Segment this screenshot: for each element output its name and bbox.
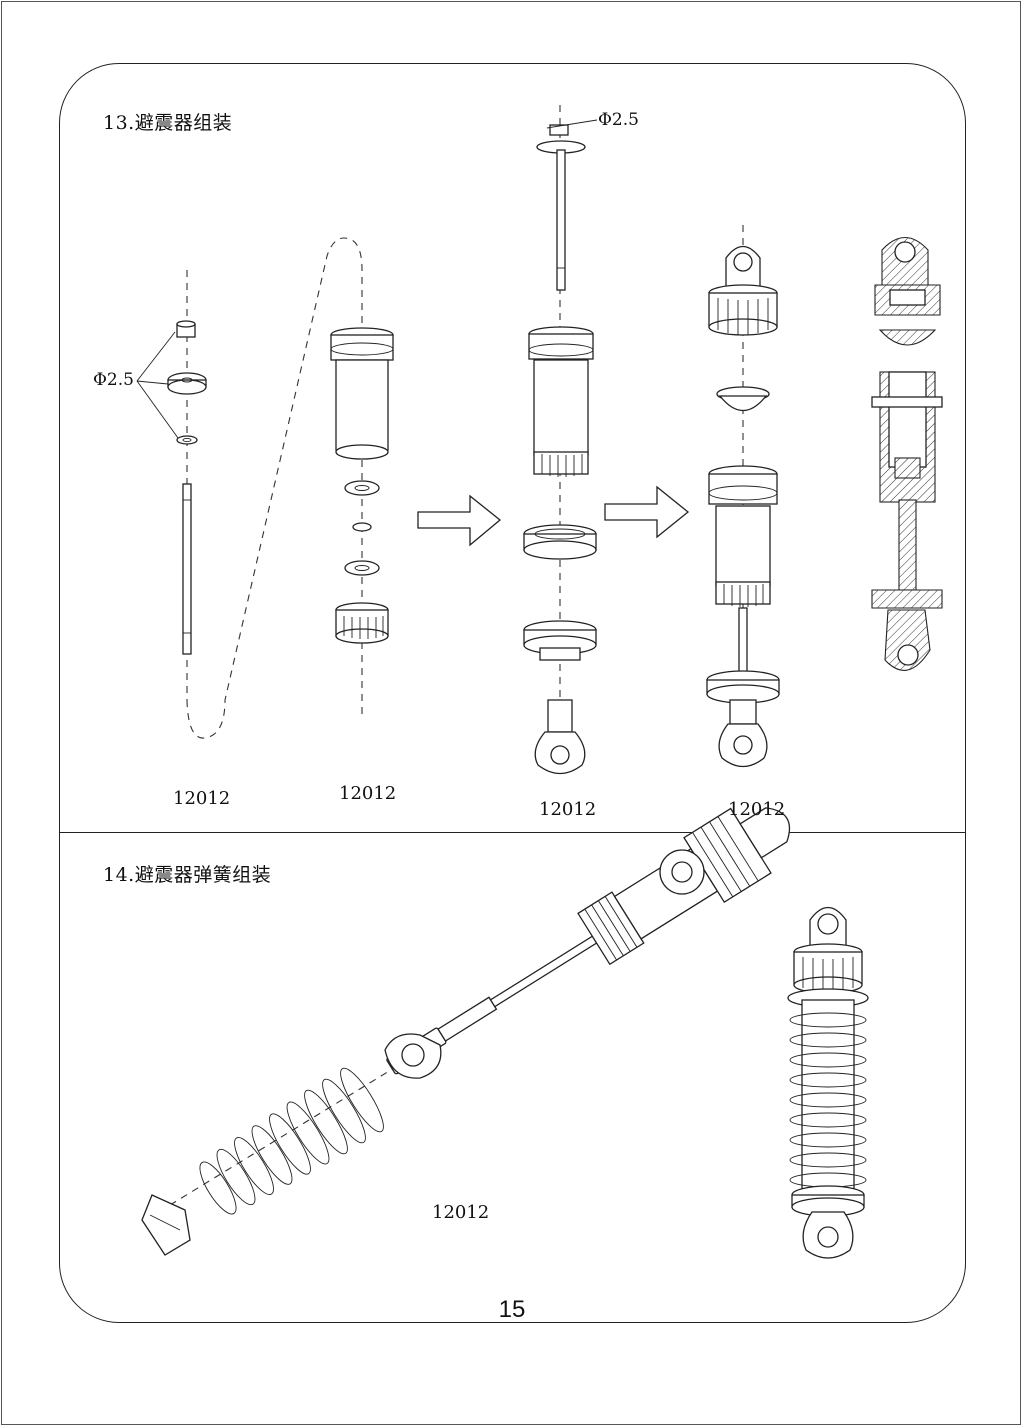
phi-label-top: Φ2.5 [598,110,639,130]
shaft-parts-group [136,237,363,739]
part-number-label: 12012 [432,1202,490,1223]
body-parts-group [330,327,394,715]
part-number-label: 12012 [173,788,231,809]
part-number-label: 12012 [539,799,597,820]
spring-exploded-group [141,807,791,1256]
part-number-label: 12012 [728,799,786,820]
step-14-title: 14.避震器弹簧组装 [103,864,272,886]
partial-assembly-group [523,105,598,775]
assembled-shock-group [706,225,780,768]
section-divider [59,832,966,833]
arrow-right-icon [604,485,690,539]
step-13-title: 13.避震器组装 [103,112,233,134]
cross-section-group [871,236,943,671]
phi-label-left: Φ2.5 [93,370,134,390]
spring-assembled-group [787,906,869,1259]
arrow-right-icon [417,494,502,547]
instruction-panel [59,63,966,1323]
page-number: 15 [498,1296,526,1323]
part-number-label: 12012 [339,783,397,804]
